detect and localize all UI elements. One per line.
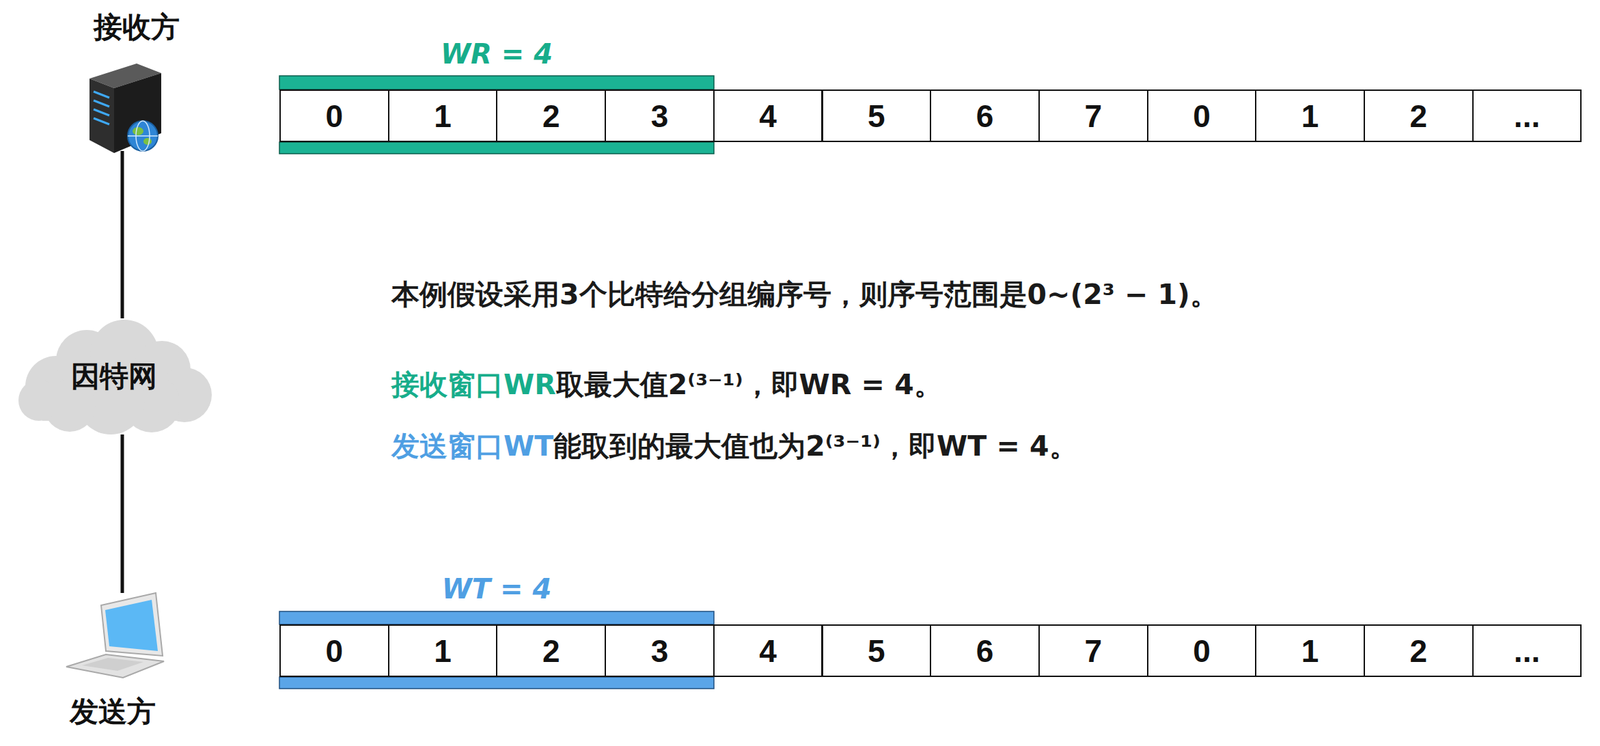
laptop-keyboard (81, 657, 144, 671)
sequence-cell: 2 (495, 624, 606, 678)
sequence-cell: ... (1472, 89, 1583, 143)
sequence-number: 3 (651, 632, 669, 670)
sequence-cell: 2 (1363, 89, 1474, 143)
text-line: WR = 4 (279, 36, 714, 78)
send-window-bar (279, 611, 714, 625)
server-slot (93, 100, 110, 107)
sequence-number: ... (1513, 632, 1540, 670)
node-label: 发送方 (69, 692, 156, 731)
laptop-screen (105, 599, 158, 652)
server-side (114, 73, 162, 154)
sequence-number: ... (1513, 97, 1540, 135)
server-slot (93, 91, 110, 98)
text-line: 接收窗口WR取最大值2⁽³⁻¹⁾，即WR = 4。 (391, 362, 1519, 414)
sequence-cell: 7 (1038, 624, 1149, 678)
sequence-cell: 4 (713, 89, 824, 143)
sequence-number: 0 (325, 632, 344, 670)
sequence-cell: 1 (388, 624, 499, 678)
server-slot (93, 109, 110, 116)
sequence-number: 5 (867, 97, 886, 135)
sequence-number: 7 (1084, 97, 1102, 135)
text-line: WT = 4 (279, 571, 714, 613)
internet-cloud: 因特网 (15, 318, 214, 435)
sequence-number: 6 (976, 632, 995, 670)
sequence-number: 5 (867, 632, 886, 670)
laptop-screen-bezel (101, 592, 163, 656)
sequence-cell: 4 (713, 624, 824, 678)
sequence-number: 2 (542, 97, 561, 135)
sequence-cell: 1 (1254, 624, 1365, 678)
explanation-text: 接收窗口WR (391, 368, 557, 402)
sequence-cell: 3 (604, 89, 715, 143)
sequence-number: 1 (1301, 632, 1320, 670)
sequence-cell: 0 (279, 624, 390, 678)
network-link (120, 150, 125, 319)
sequence-cell: 1 (1254, 89, 1365, 143)
sequence-number: 7 (1084, 632, 1102, 670)
explanation-text: 能取到的最大值也为2⁽³⁻¹⁾，即WT = 4。 (553, 429, 1077, 463)
send-window-bar (279, 677, 714, 689)
sequence-cell: ... (1472, 624, 1583, 678)
laptop-icon (66, 592, 164, 678)
sequence-cell: 2 (495, 89, 606, 143)
sequence-number: 0 (1192, 97, 1211, 135)
cloud-puff (18, 379, 60, 421)
globe-land (132, 127, 144, 136)
sequence-cell: 0 (1147, 89, 1258, 143)
explanation-text: 本例假设采用3个比特给分组编序号，则序号范围是0~(2³ − 1)。 (391, 278, 1219, 311)
sender-node: 发送方 (54, 592, 171, 738)
sequence-cell: 6 (929, 89, 1040, 143)
sequence-number: 4 (759, 97, 777, 135)
sequence-cell: 6 (929, 624, 1040, 678)
window-size-label: WR = 4 (440, 38, 553, 70)
explanation-text: 发送窗口WT (391, 429, 554, 463)
sequence-number: 3 (651, 97, 669, 135)
sequence-number: 4 (759, 632, 777, 670)
text-line: 本例假设采用3个比特给分组编序号，则序号范围是0~(2³ − 1)。 (391, 271, 1254, 324)
globe-land (143, 138, 152, 145)
explanation-text: 取最大值2⁽³⁻¹⁾，即WR = 4。 (556, 368, 943, 402)
sequence-number: 0 (325, 97, 344, 135)
server-slot (93, 118, 110, 125)
node-label: 接收方 (93, 8, 180, 47)
network-link (120, 434, 125, 593)
sequence-number: 2 (542, 632, 561, 670)
server-front (89, 78, 115, 154)
text-line: 发送窗口WT能取到的最大值也为2⁽³⁻¹⁾，即WT = 4。 (391, 423, 1519, 475)
laptop-base (66, 654, 164, 678)
sequence-number: 2 (1410, 97, 1428, 135)
sequence-cell: 5 (821, 89, 932, 143)
sequence-cell: 0 (279, 89, 390, 143)
sequence-cell: 7 (1038, 89, 1149, 143)
sequence-cell: 0 (1147, 624, 1258, 678)
sequence-number: 6 (976, 97, 995, 135)
globe (127, 120, 158, 151)
node-label: 因特网 (71, 357, 158, 396)
server-icon (89, 63, 162, 154)
receive-window-bar (279, 142, 714, 154)
window-size-label: WT = 4 (442, 573, 553, 605)
sequence-cell: 2 (1363, 624, 1474, 678)
sequence-cell: 3 (604, 624, 715, 678)
sequence-cell: 1 (388, 89, 499, 143)
sequence-cell: 5 (821, 624, 932, 678)
sequence-number: 0 (1192, 632, 1211, 670)
sequence-number: 1 (1301, 97, 1320, 135)
receiver-node: 接收方 (68, 8, 205, 151)
sequence-number: 1 (433, 97, 452, 135)
globe-grid (127, 135, 158, 137)
sequence-number: 2 (1410, 632, 1428, 670)
receive-window-bar (279, 75, 714, 90)
sequence-number: 1 (433, 632, 452, 670)
